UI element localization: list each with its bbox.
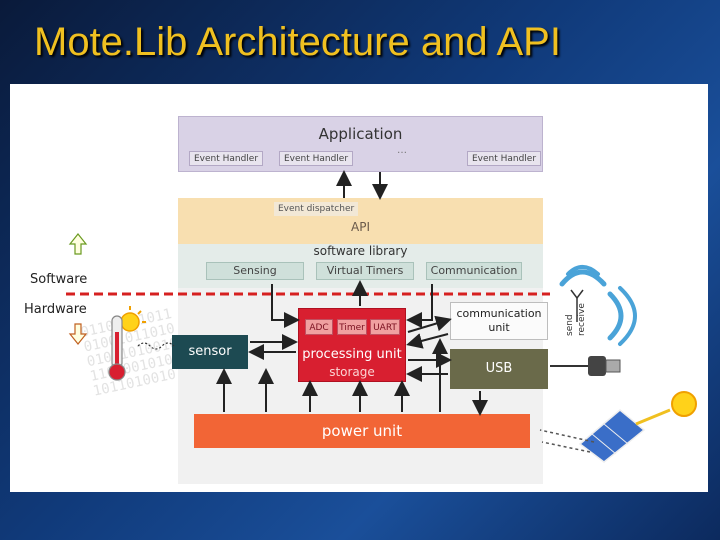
event-handler-3: Event Handler (467, 151, 541, 166)
software-label: Software (30, 272, 88, 287)
software-library-layer: software library Sensing Virtual Timers … (178, 244, 543, 288)
thermometer-icon (108, 315, 126, 381)
power-unit: power unit (194, 414, 530, 448)
processing-unit: ADC Timer UART processing unit storage (298, 308, 406, 382)
arrow-comm-to-proc (406, 333, 449, 349)
sun-icon (120, 306, 146, 332)
event-handler-2: Event Handler (279, 151, 353, 166)
arrow-comm-lib-to-proc (406, 284, 433, 328)
slide-title: Mote.Lib Architecture and API (34, 20, 561, 64)
send-label: send (565, 314, 575, 336)
sensing-wave (137, 342, 175, 350)
virtual-timers-module: Virtual Timers (316, 262, 414, 280)
application-layer: Application Event Handler Event Handler … (178, 116, 543, 172)
diagram-connectors: send receive (66, 170, 697, 463)
usb-box: USB (450, 349, 548, 389)
architecture-diagram: 0110100101101001011010010110100101101001… (10, 84, 708, 492)
receive-label: receive (577, 303, 587, 336)
application-label: Application (318, 125, 403, 143)
communication-unit-line2: unit (488, 321, 510, 334)
event-handler-ellipsis: … (397, 145, 407, 156)
communication-unit: communication unit (450, 302, 548, 340)
solar-panel-icon (578, 409, 646, 463)
software-library-label: software library (313, 244, 408, 258)
down-arrow-icon (68, 323, 88, 345)
sensor-box: sensor (172, 335, 248, 369)
up-arrow-icon (68, 233, 88, 255)
antenna-icon (570, 289, 584, 322)
storage-label: storage (329, 365, 375, 379)
api-label: API (351, 220, 370, 234)
event-handler-1: Event Handler (189, 151, 263, 166)
adc-chip: ADC (305, 319, 333, 335)
communication-module: Communication (426, 262, 522, 280)
usb-plug-icon (550, 356, 621, 376)
sun-ray (635, 408, 671, 426)
processing-unit-label: processing unit (302, 347, 402, 362)
api-layer: Event dispatcher API (178, 198, 543, 244)
power-feed-arrows (539, 429, 595, 453)
wifi-icon (559, 265, 637, 346)
arrow-sensing-to-proc (271, 284, 300, 328)
communication-unit-line1: communication (456, 307, 542, 320)
timer-chip: Timer (337, 319, 367, 335)
arrow-proc-to-comm (407, 315, 452, 333)
hardware-label: Hardware (24, 302, 87, 317)
sun-icon-2 (671, 391, 697, 417)
sensing-module: Sensing (206, 262, 304, 280)
uart-chip: UART (370, 319, 400, 335)
event-dispatcher-label: Event dispatcher (274, 202, 359, 216)
